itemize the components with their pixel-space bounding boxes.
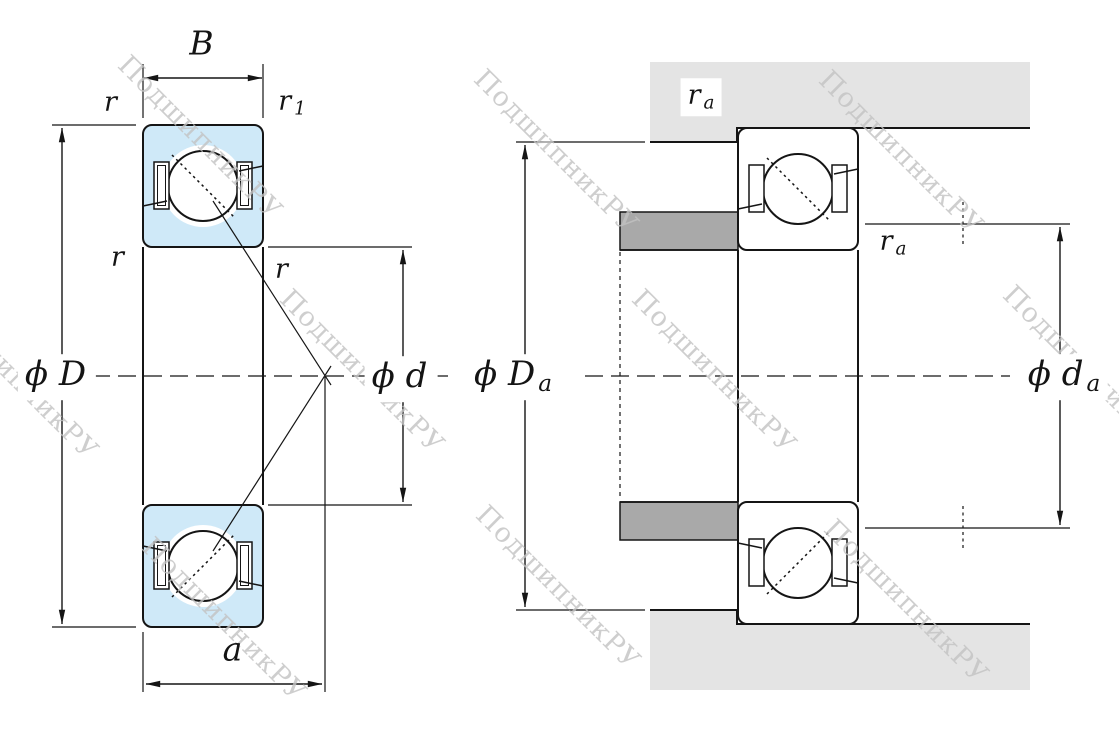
label-r1-sub: 1 xyxy=(294,98,306,120)
bearing-section-top xyxy=(142,124,264,248)
label-B-base: B xyxy=(189,23,214,63)
ring-gap-line xyxy=(737,542,763,549)
label-r-top-left-base: r xyxy=(104,86,117,118)
label-ra-top-sub: a xyxy=(703,92,715,114)
label-phi-Da-sub: a xyxy=(538,371,553,398)
drawing-root xyxy=(52,62,1070,692)
cage-segment xyxy=(748,538,765,587)
cage-segment-inner xyxy=(240,545,249,586)
right-view xyxy=(516,62,1070,690)
label-ra-top-base: r xyxy=(687,79,701,111)
label-phi-D: ϕ D xyxy=(17,354,97,400)
dimension-B xyxy=(142,64,264,118)
contact-angle-line xyxy=(212,200,332,386)
ring-gap-line xyxy=(142,200,168,207)
label-r-mid-left: r xyxy=(111,243,127,275)
housing-section-top xyxy=(650,62,1030,142)
label-B: B xyxy=(189,27,216,66)
contact-axis-dotted-line xyxy=(171,534,235,598)
cage-segment xyxy=(748,164,765,213)
label-phi-d-base: ϕ d xyxy=(371,356,428,397)
cage-segment xyxy=(831,538,848,587)
shaft-shoulder-bottom xyxy=(619,501,739,541)
label-ra-mid-base: r xyxy=(879,225,893,257)
cage-segment-inner xyxy=(240,165,249,206)
housing-bore-line xyxy=(650,127,1030,143)
contact-angle-line xyxy=(212,365,332,552)
contact-axis-dotted-line xyxy=(766,157,830,221)
label-a: a xyxy=(223,633,246,672)
label-r-top-left: r xyxy=(104,88,120,120)
ring-gap-line xyxy=(833,577,859,584)
ring-gap-line xyxy=(142,545,168,552)
bearing-section-bottom-right xyxy=(737,501,859,625)
label-ra-mid-sub: a xyxy=(895,238,907,260)
ring-gap-line xyxy=(737,203,763,210)
label-phi-da-sub: a xyxy=(1086,371,1101,398)
ring-gap-line xyxy=(833,168,859,175)
bearing-section-top-right xyxy=(737,127,859,251)
housing-bore-line xyxy=(650,609,1030,625)
label-phi-Da-base: ϕ D xyxy=(473,354,536,395)
contact-axis-dotted-line xyxy=(171,154,235,218)
label-r-mid-left-base: r xyxy=(111,241,124,273)
housing-section-bottom xyxy=(650,610,1030,690)
ring-gap-line xyxy=(238,165,264,172)
label-r1-base: r xyxy=(278,85,292,117)
cage-segment-inner xyxy=(157,165,166,206)
label-phi-da-base: ϕ d xyxy=(1027,354,1084,395)
contact-axis-dotted-line xyxy=(766,531,830,595)
ring-gap-line xyxy=(238,580,264,587)
label-r-mid-right-base: r xyxy=(275,253,288,285)
shaft-shoulder-top xyxy=(619,211,739,251)
cage-segment xyxy=(831,164,848,213)
label-phi-d: ϕ d xyxy=(364,356,438,402)
bearing-section-bottom xyxy=(142,504,264,628)
label-a-base: a xyxy=(222,629,243,669)
label-phi-D-base: ϕ D xyxy=(24,354,87,395)
label-r-mid-right: r xyxy=(275,255,291,287)
dimension-a xyxy=(142,632,323,692)
left-view xyxy=(52,64,448,692)
cage-segment-inner xyxy=(157,545,166,586)
